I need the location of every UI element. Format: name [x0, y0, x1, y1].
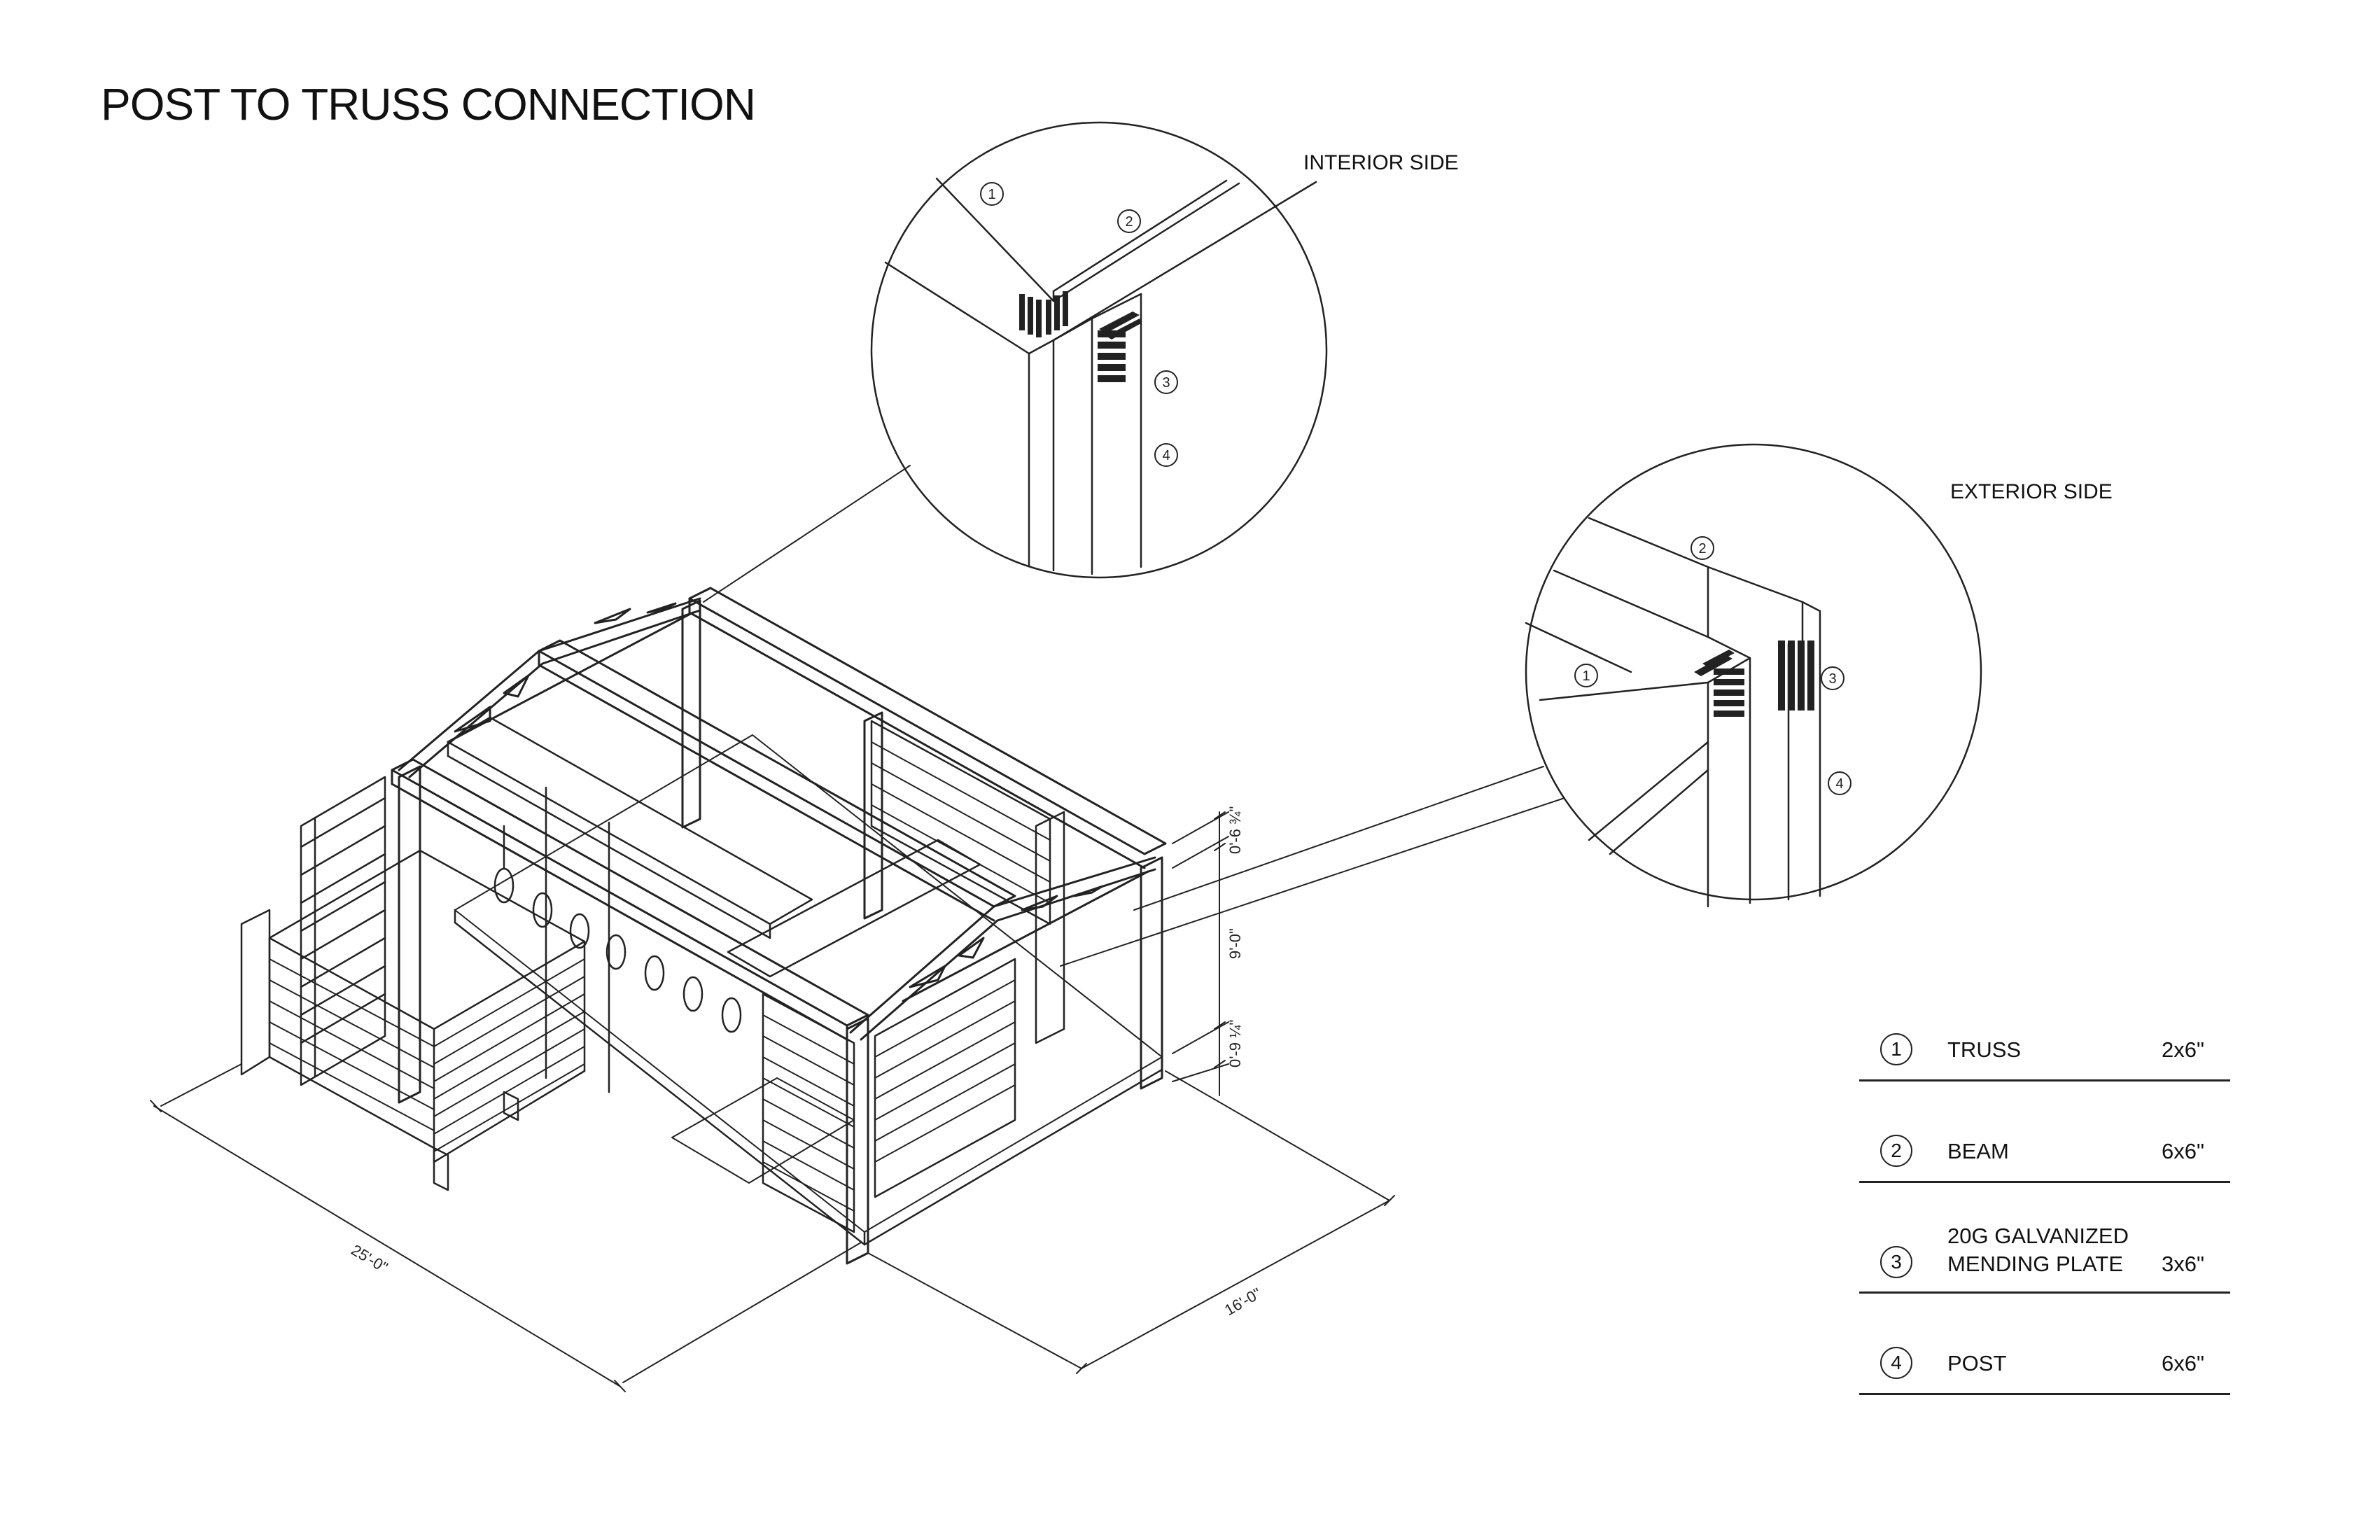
dimension-lines — [150, 811, 1395, 1392]
exterior-detail: 1 2 3 4 — [1525, 443, 1982, 908]
dim-top-offset-label: 0'-6 ¾" — [1226, 806, 1244, 854]
legend-row: 1 TRUSS 2x6" — [1859, 1016, 2230, 1082]
page-title: POST TO TRUSS CONNECTION — [101, 79, 756, 130]
legend-size: 6x6" — [2162, 1139, 2204, 1163]
legend-size: 3x6" — [2162, 1252, 2204, 1276]
front-truss — [849, 856, 1156, 1041]
front-slat-wall — [762, 958, 1016, 1233]
dim-height-label: 9'-0" — [1226, 928, 1244, 959]
planter-box — [240, 849, 586, 1191]
svg-text:2: 2 — [1698, 541, 1706, 556]
legend-number: 4 — [1880, 1347, 1912, 1379]
interior-shelf — [447, 716, 981, 1093]
legend-number: 2 — [1880, 1135, 1912, 1167]
svg-text:2: 2 — [1125, 214, 1133, 230]
legend-number: 1 — [1880, 1033, 1912, 1065]
interior-detail: 1 2 3 4 — [870, 121, 1328, 579]
interior-side-label: INTERIOR SIDE — [1303, 151, 1459, 174]
hanging-rings — [493, 825, 742, 1033]
exterior-side-label: EXTERIOR SIDE — [1950, 480, 2113, 503]
legend-name: TRUSS — [1947, 1037, 2022, 1062]
legend-number: 3 — [1880, 1246, 1912, 1278]
svg-text:4: 4 — [1835, 776, 1843, 792]
legend-name: BEAM — [1947, 1139, 2009, 1163]
legend-row: 4 POST 6x6" — [1859, 1330, 2230, 1395]
legend-size: 2x6" — [2162, 1037, 2204, 1062]
back-truss — [398, 597, 701, 778]
left-slat-wall — [300, 776, 386, 1086]
dim-bottom-offset-label: 0'-9 ¼" — [1226, 1020, 1244, 1068]
legend-name: POST — [1947, 1351, 2007, 1376]
legend-row: 2 BEAM 6x6" — [1859, 1118, 2230, 1183]
svg-text:3: 3 — [1162, 375, 1170, 391]
leader-lines — [703, 465, 1565, 967]
svg-text:1: 1 — [1582, 668, 1590, 684]
legend-name: 20G GALVANIZED MENDING PLATE — [1947, 1224, 2129, 1276]
svg-text:3: 3 — [1828, 671, 1836, 687]
legend-size: 6x6" — [2162, 1351, 2204, 1376]
svg-text:1: 1 — [988, 187, 995, 202]
dim-depth-label: 16'-0" — [1222, 1284, 1264, 1320]
dim-width-label: 25'-0" — [348, 1241, 391, 1276]
svg-text:4: 4 — [1162, 448, 1170, 463]
legend-row: 3 20G GALVANIZED MENDING PLATE 3x6" — [1859, 1218, 2230, 1294]
